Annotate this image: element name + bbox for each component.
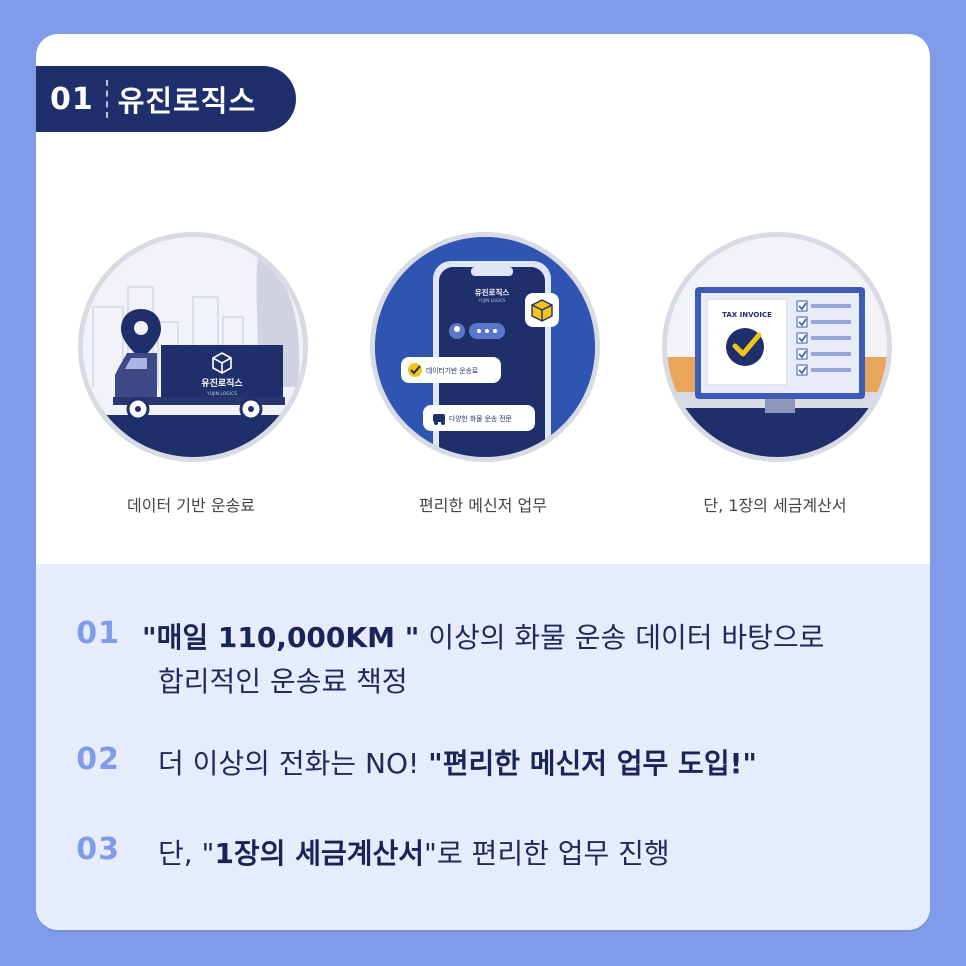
content-card: 01 유진로직스 <box>36 34 930 930</box>
checklist-icon <box>796 300 851 376</box>
phone-brand-sub: YUJIN LOGICS <box>478 298 506 303</box>
location-pin-icon <box>121 309 161 359</box>
feature-data-fare: 유진로직스 YUJIN LOGICS 데이터 기반 운송료 <box>78 232 308 516</box>
item-highlight: "매일 110,000KM " <box>142 621 420 654</box>
item-text: 단, "1장의 세금계산서"로 편리한 업무 진행 <box>142 832 670 876</box>
item-body-pre: 단, " <box>158 837 215 870</box>
item-number: 02 <box>76 742 120 777</box>
item-number: 03 <box>76 832 120 867</box>
section-title: 유진로직스 <box>117 84 257 118</box>
feature-label: 단, 1장의 세금계산서 <box>703 496 847 515</box>
item-body: 이상의 화물 운송 데이터 바탕으로 <box>419 621 825 654</box>
summary-panel: 01 "매일 110,000KM " 이상의 화물 운송 데이터 바탕으로 합리… <box>36 564 930 930</box>
section-number: 01 <box>50 81 94 117</box>
phone-illustration: 유진로직스 YUJIN LOGICS 데이터기반 <box>370 232 600 462</box>
phone-scene: 유진로직스 YUJIN LOGICS 데이터기반 <box>375 237 595 457</box>
bubble-data-fare: 데이터기반 운송료 <box>426 366 478 375</box>
invoice-title: TAX INVOICE <box>722 311 772 319</box>
truck-scene: 유진로직스 YUJIN LOGICS <box>83 237 303 457</box>
feature-tax-invoice: TAX INVOICE <box>662 232 892 516</box>
bubble-various-freight: 다양한 화물 운송 전문 <box>449 414 512 423</box>
invoice-illustration: TAX INVOICE <box>662 232 892 462</box>
phone-brand: 유진로직스 <box>475 287 510 297</box>
feature-messenger: 유진로직스 YUJIN LOGICS 데이터기반 <box>370 232 600 516</box>
item-body: 더 이상의 전화는 NO! <box>158 747 429 780</box>
item-number: 01 <box>76 616 120 651</box>
title-divider <box>105 80 108 118</box>
list-item: 02 더 이상의 전화는 NO! "편리한 메신저 업무 도입!" <box>36 742 930 786</box>
feature-label: 편리한 메신저 업무 <box>419 496 547 515</box>
truck-icon <box>433 414 445 425</box>
feature-label: 데이터 기반 운송료 <box>127 496 255 515</box>
truck-illustration: 유진로직스 YUJIN LOGICS <box>78 232 308 462</box>
list-item: 01 "매일 110,000KM " 이상의 화물 운송 데이터 바탕으로 합리… <box>36 616 930 704</box>
truck-brand-sub: YUJIN LOGICS <box>206 391 237 397</box>
item-text: 더 이상의 전화는 NO! "편리한 메신저 업무 도입!" <box>142 742 757 786</box>
item-body-line2: 합리적인 운송료 책정 <box>158 665 408 698</box>
item-text: "매일 110,000KM " 이상의 화물 운송 데이터 바탕으로 합리적인 … <box>142 616 824 704</box>
item-body-post: "로 편리한 업무 진행 <box>424 837 670 870</box>
checkmark-icon <box>726 328 764 366</box>
cube-logo-icon <box>212 352 232 374</box>
truck-brand: 유진로직스 <box>201 377 243 389</box>
section-title-tag: 01 유진로직스 <box>36 66 296 132</box>
invoice-scene: TAX INVOICE <box>667 237 887 457</box>
item-highlight: 1장의 세금계산서 <box>214 837 425 870</box>
item-highlight: "편리한 메신저 업무 도입!" <box>428 747 757 780</box>
list-item: 03 단, "1장의 세금계산서"로 편리한 업무 진행 <box>36 832 930 876</box>
check-icon <box>408 363 422 377</box>
